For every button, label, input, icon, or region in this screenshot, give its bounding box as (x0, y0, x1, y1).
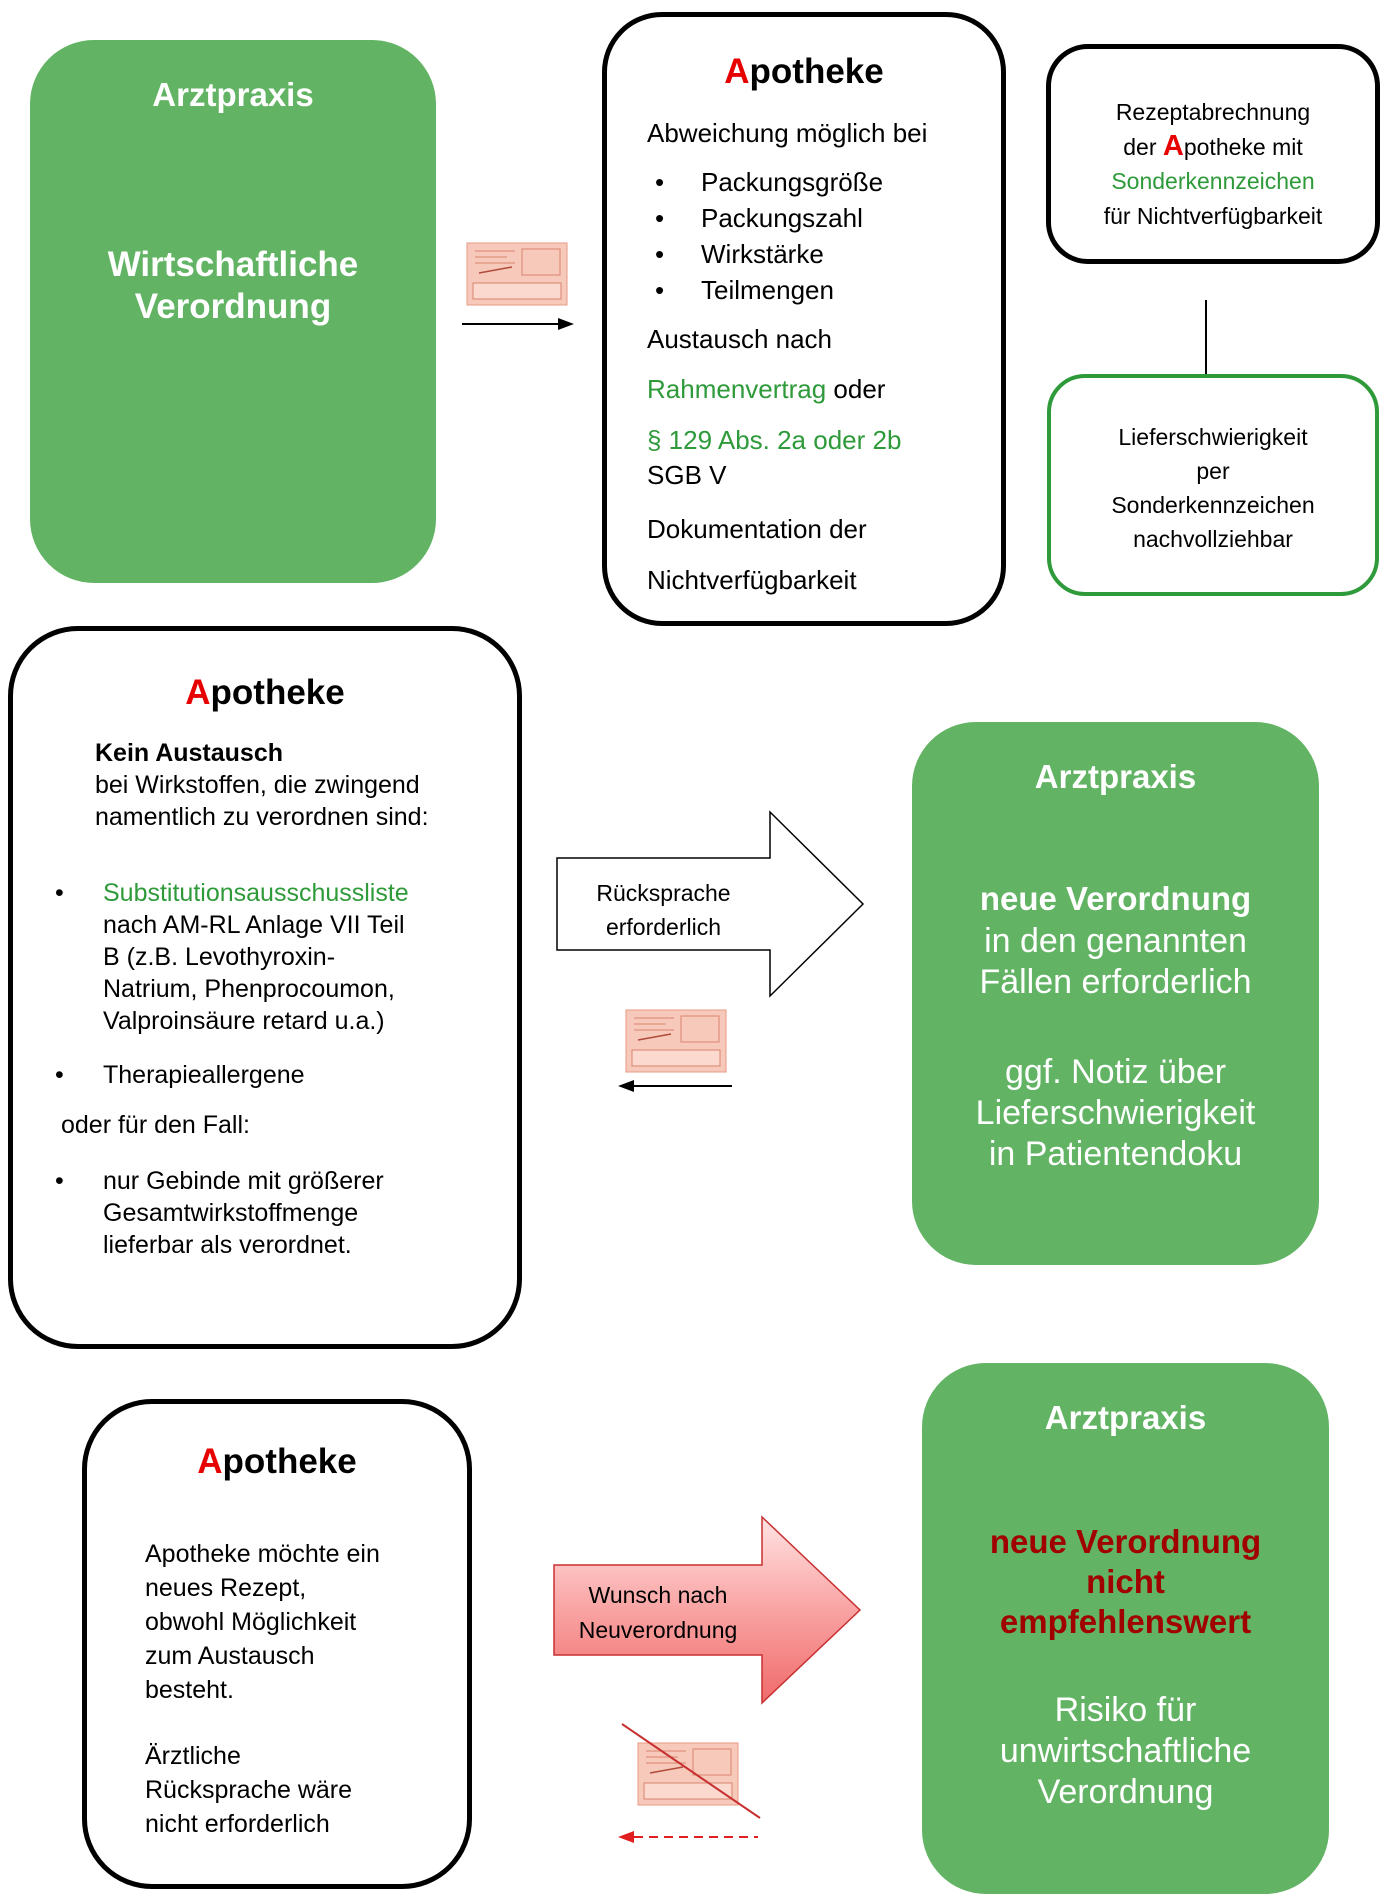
prescription-form-crossed-icon (637, 1742, 739, 1806)
oder-text: oder für den Fall: (61, 1111, 250, 1139)
box-title: Arztpraxis (1044, 1399, 1207, 1436)
arrow-left-return (618, 1080, 732, 1092)
title-rest: potheke (749, 52, 884, 91)
warning-text: nicht (1086, 1563, 1165, 1600)
text-line: per (1196, 458, 1230, 484)
bullet: • (55, 1167, 64, 1195)
text-line: namentlich zu verordnen sind: (95, 803, 429, 831)
box-line: Verordnung (134, 287, 332, 326)
warning-text: neue Verordnung (989, 1523, 1262, 1560)
box-line: Wirtschaftliche (107, 245, 359, 284)
neue-verordnung-text: neue Verordnung (979, 880, 1252, 917)
arztpraxis-box-3: Arztpraxis neue Verordnung nicht empfehl… (922, 1363, 1329, 1894)
list-item: Substitutionsausschussliste (103, 879, 409, 907)
text-line: Verordnung (1037, 1773, 1214, 1811)
text-line: Lieferschwierigkeit (1118, 424, 1308, 450)
text-line: ggf. Notiz über (1004, 1053, 1227, 1091)
intro-text: Abweichung möglich bei (647, 118, 928, 148)
text-line: Valproinsäure retard u.a.) (103, 1007, 385, 1035)
title-letter-a: A (724, 52, 750, 91)
box-title: Arztpraxis (1034, 758, 1197, 795)
prescription-form-icon-return (625, 1009, 727, 1073)
rahmen-line: Rahmenvertrag oder (647, 374, 885, 405)
text-line: Risiko für (1054, 1691, 1197, 1729)
text-line: in den genannten (984, 922, 1247, 960)
box-title: Arztpraxis (152, 76, 314, 113)
oder-text: oder (826, 374, 886, 404)
doku-text-2: Nichtverfügbarkeit (647, 565, 857, 595)
text-line: Fällen erforderlich (979, 963, 1252, 1001)
paragraph-2: Ärztliche Rücksprache wäre nicht erforde… (145, 1742, 353, 1838)
box-title: Apotheke (197, 1442, 357, 1481)
arrow-left-dashed (618, 1831, 758, 1843)
list-item: Therapieallergene (103, 1061, 305, 1089)
letter-a: A (1162, 130, 1184, 162)
text-line: bei Wirkstoffen, die zwingend (95, 771, 420, 799)
text-line: lieferbar als verordnet. (103, 1231, 352, 1259)
block-arrow-wunsch (553, 1515, 862, 1705)
list-item: nur Gebinde mit größerer (103, 1167, 384, 1195)
lieferschwierigkeit-box: Lieferschwierigkeit per Sonderkennzeiche… (1047, 374, 1379, 596)
sgb-text: SGB V (647, 460, 727, 490)
text-line: Sonderkennzeichen (1111, 168, 1315, 194)
paragraph-1: Apotheke möchte ein neues Rezept, obwohl… (145, 1540, 380, 1704)
arztpraxis-box-2: Arztpraxis neue Verordnung in den genann… (912, 722, 1319, 1265)
rezeptabrechnung-box: Rezeptabrechnung der Apotheke mit Sonder… (1046, 44, 1380, 264)
paragraph-text: § 129 Abs. 2a oder 2b (647, 425, 902, 455)
text-line: Rezeptabrechnung (1115, 99, 1311, 125)
apotheke-box-3: Apotheke Apotheke möchte ein neues Rezep… (82, 1399, 472, 1889)
box-title: Apotheke (607, 52, 1001, 92)
text-line: unwirtschaftliche (999, 1732, 1252, 1770)
warning-text: empfehlenswert (999, 1603, 1252, 1640)
kein-austausch-text: Kein Austausch (95, 739, 284, 767)
text-line: Lieferschwierigkeit (975, 1094, 1256, 1132)
austausch-text: Austausch nach (647, 324, 833, 354)
text-line: nach AM-RL Anlage VII Teil (103, 911, 405, 939)
bullet: • (55, 879, 64, 907)
bullet: • (55, 1061, 64, 1089)
arrow-right-1 (462, 318, 574, 330)
rahmenvertrag-text: Rahmenvertrag (647, 374, 827, 404)
text-line: Gesamtwirkstoffmenge (103, 1199, 359, 1227)
apotheke-box-1: Apotheke Abweichung möglich bei •Packung… (602, 12, 1006, 626)
strike-line (621, 1723, 761, 1819)
text-line: der Apotheke mit (1123, 130, 1303, 162)
text-line: Natrium, Phenprocoumon, (103, 975, 395, 1003)
text-line: nachvollziehbar (1133, 526, 1293, 552)
arrow-label-ruecksprache: Rücksprache erforderlich (596, 880, 731, 940)
doku-text-1: Dokumentation der (647, 514, 867, 544)
apotheke-box-2: Apotheke Kein Austausch bei Wirkstoffen,… (8, 626, 522, 1349)
block-arrow-ruecksprache (556, 810, 865, 998)
arrow-label-wunsch: Wunsch nach Neuverordnung (578, 1582, 738, 1643)
box-title: Apotheke (185, 673, 345, 712)
arztpraxis-box-1: Arztpraxis Wirtschaftliche Verordnung (30, 40, 436, 583)
text-line: Sonderkennzeichen (1111, 492, 1315, 518)
text-line: für Nichtverfügbarkeit (1103, 203, 1323, 229)
text-line: B (z.B. Levothyroxin- (103, 943, 336, 971)
prescription-form-icon (466, 242, 568, 306)
text-line: in Patientendoku (988, 1135, 1243, 1173)
